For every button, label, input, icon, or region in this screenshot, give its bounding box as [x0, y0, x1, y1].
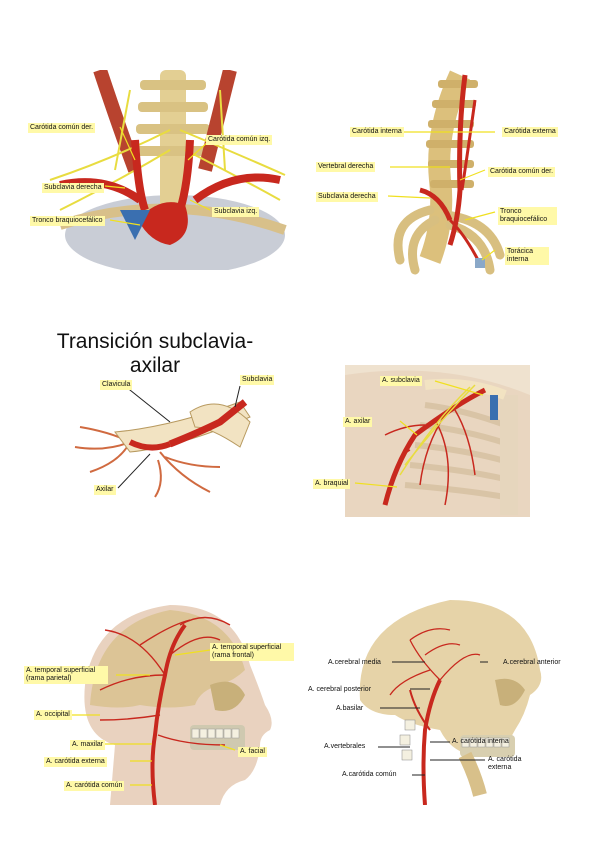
panel-head-external-arteries: A. temporal superficial (rama frontal) A…	[20, 595, 295, 805]
panel-clavicle-schematic: Clavicula Subclavia Axilar	[70, 372, 280, 502]
head-external-illustration	[70, 605, 272, 805]
label-a-subclavia: A. subclavia	[380, 376, 422, 386]
label-tronco-braquiocefalico: Tronco braquiocefálico	[30, 216, 105, 226]
aortic-arch-illustration	[49, 70, 287, 270]
label-a-axilar: A. axilar	[343, 417, 373, 427]
label-axilar: Axilar	[94, 485, 116, 495]
label-temporal-frontal: A. temporal superficial (rama frontal)	[210, 643, 294, 661]
label-basilar: A.basilar	[336, 705, 364, 712]
label-subclavia-derecha: Subclavia derecha	[42, 183, 104, 193]
label-clavicula: Clavicula	[100, 380, 133, 390]
spine-lateral-illustration	[387, 70, 505, 275]
label-carotida-interna-6: A. carótida interna	[452, 738, 509, 745]
label-temporal-parietal: A. temporal superficial (rama parietal)	[24, 666, 108, 684]
clavicle-schematic-illustration	[74, 385, 251, 498]
label-carotida-externa-5: A. carótida externa	[44, 757, 107, 767]
skull-cerebral-illustration	[359, 600, 542, 805]
label-a-braquial: A. braquial	[313, 479, 351, 489]
label-vertebrales: A.vertebrales	[324, 743, 366, 750]
label-carotida-interna: Carótida interna	[350, 127, 404, 137]
label-cerebral-posterior: A. cerebral posterior	[308, 686, 372, 693]
section-title: Transición subclavia-axilar	[56, 330, 254, 377]
panel-spine-lateral: Carótida interna Carótida externa Verteb…	[310, 70, 580, 285]
label-carotida-comun-der: Carótida común der.	[28, 123, 96, 133]
label-toracica-interna: Torácica interna	[505, 247, 549, 265]
label-carotida-comun-6: A.carótida común	[342, 771, 397, 778]
label-carotida-comun-izq: Carótida común izq.	[206, 135, 273, 145]
axillary-thorax-illustration	[345, 365, 530, 517]
label-maxilar: A. maxilar	[70, 740, 106, 750]
label-carotida-comun-5: A. carótida común	[64, 781, 125, 791]
label-subclavia: Subclavia	[240, 375, 275, 385]
label-cerebral-anterior: A.cerebral anterior	[503, 659, 561, 666]
label-subclavia-izq: Subclavia izq.	[212, 207, 260, 217]
label-cerebral-media: A.cerebral media	[328, 659, 381, 666]
label-vertebral-derecha: Vertebral derecha	[316, 162, 376, 172]
label-occipital: A. occipital	[34, 710, 72, 720]
label-carotida-externa: Carótida externa	[502, 127, 558, 137]
label-subclavia-derecha-2: Subclavia derecha	[316, 192, 378, 202]
panel-axillary-thorax: A. subclavia A. axilar A. braquial	[305, 365, 530, 517]
label-facial: A. facial	[238, 747, 267, 757]
label-carotida-externa-6: A. carótida externa	[488, 756, 522, 771]
panel-skull-cerebral-arteries: A.cerebral media A.cerebral anterior A. …	[300, 590, 590, 805]
label-tronco-braquiocefalico-2: Tronco braquiocefálico	[498, 207, 557, 225]
panel-aortic-arch-posterior: Carótida común der. Carótida común izq. …	[20, 70, 290, 270]
label-carotida-comun-der-2: Carótida común der.	[488, 167, 556, 177]
